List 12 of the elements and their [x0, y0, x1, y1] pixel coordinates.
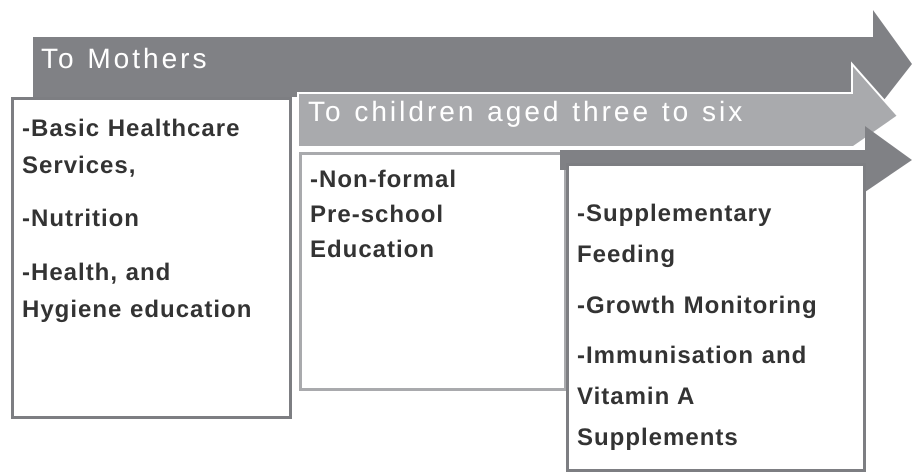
list-item: -Growth Monitoring: [577, 290, 819, 321]
content-box: [299, 152, 567, 391]
arrow-heading: To children aged three to six: [308, 96, 746, 128]
list-item: -Supplementary Feeding: [577, 199, 774, 270]
list-item: -Health, and Hygiene education: [22, 258, 254, 325]
content-box: [11, 97, 292, 419]
list-item: -Basic Healthcare Services,: [22, 114, 242, 182]
list-item: -Nutrition: [22, 204, 141, 234]
arrow-heading: To Mothers: [41, 43, 210, 75]
list-item: -Non-formal Pre-school Education: [310, 165, 458, 265]
content-box: [566, 163, 866, 472]
list-item: -Immunisation and Vitamin A Supplements: [577, 341, 808, 453]
